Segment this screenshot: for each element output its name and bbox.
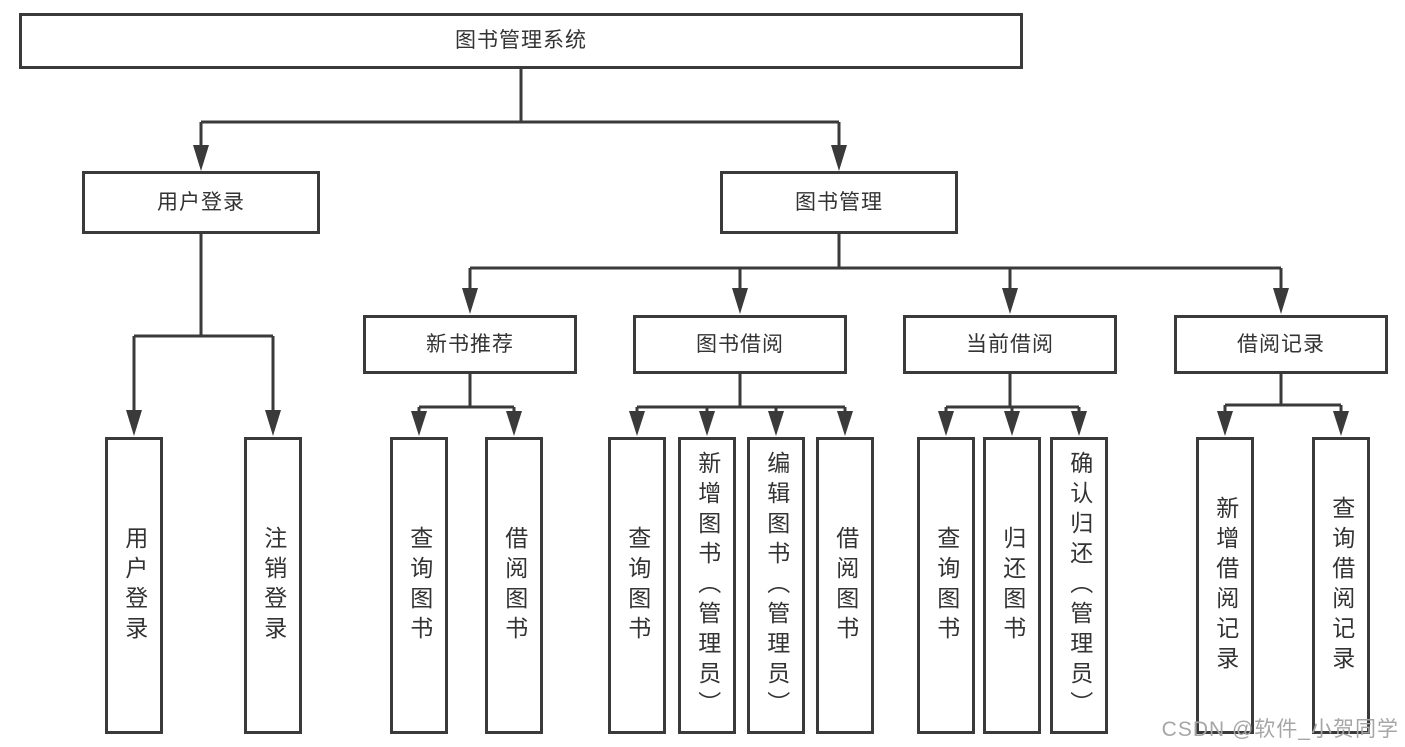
connector-new-book-to-leaves [417, 374, 516, 412]
connector-borrow-records-to-leaves [1223, 374, 1343, 412]
leaf-add-books-admin: 新增图书（管理员） [678, 437, 736, 734]
leaf-borrow-books: 借阅图书 [816, 437, 874, 734]
leaf-query-books-borrow: 查询图书 [608, 437, 666, 734]
leaf-edit-books-admin: 编辑图书（管理员） [747, 437, 805, 734]
leaf-query-books-recommend: 查询图书 [390, 437, 448, 734]
leaf-add-borrow-record: 新增借阅记录 [1196, 437, 1254, 734]
connector-book-borrow-to-leaves [635, 374, 847, 412]
csdn-watermark: CSDN @软件_小贺同学 [1161, 718, 1399, 741]
leaf-query-books-current: 查询图书 [917, 437, 975, 734]
leaf-return-books: 归还图书 [983, 437, 1041, 734]
connector-user-login-to-leaves [132, 234, 275, 411]
node-user-login: 用户登录 [82, 171, 320, 234]
leaf-query-borrow-record: 查询借阅记录 [1312, 437, 1370, 734]
connector-book-mgmt-to-level3 [468, 234, 1283, 289]
connector-root-to-level2 [199, 69, 841, 146]
node-library-management-system: 图书管理系统 [19, 13, 1023, 69]
leaf-confirm-return-admin: 确认归还（管理员） [1050, 437, 1108, 734]
leaf-borrow-books-recommend: 借阅图书 [485, 437, 543, 734]
node-new-book-recommendation: 新书推荐 [363, 315, 577, 374]
leaf-logout: 注销登录 [244, 437, 302, 734]
connector-current-borrow-to-leaves [944, 374, 1081, 412]
arrowheads [126, 145, 1349, 436]
node-current-borrowing: 当前借阅 [903, 315, 1117, 374]
node-book-management: 图书管理 [720, 171, 958, 234]
node-borrowing-records: 借阅记录 [1174, 315, 1388, 374]
node-book-borrowing: 图书借阅 [633, 315, 847, 374]
connector-paths [132, 69, 1343, 412]
leaf-user-login: 用户登录 [105, 437, 163, 734]
